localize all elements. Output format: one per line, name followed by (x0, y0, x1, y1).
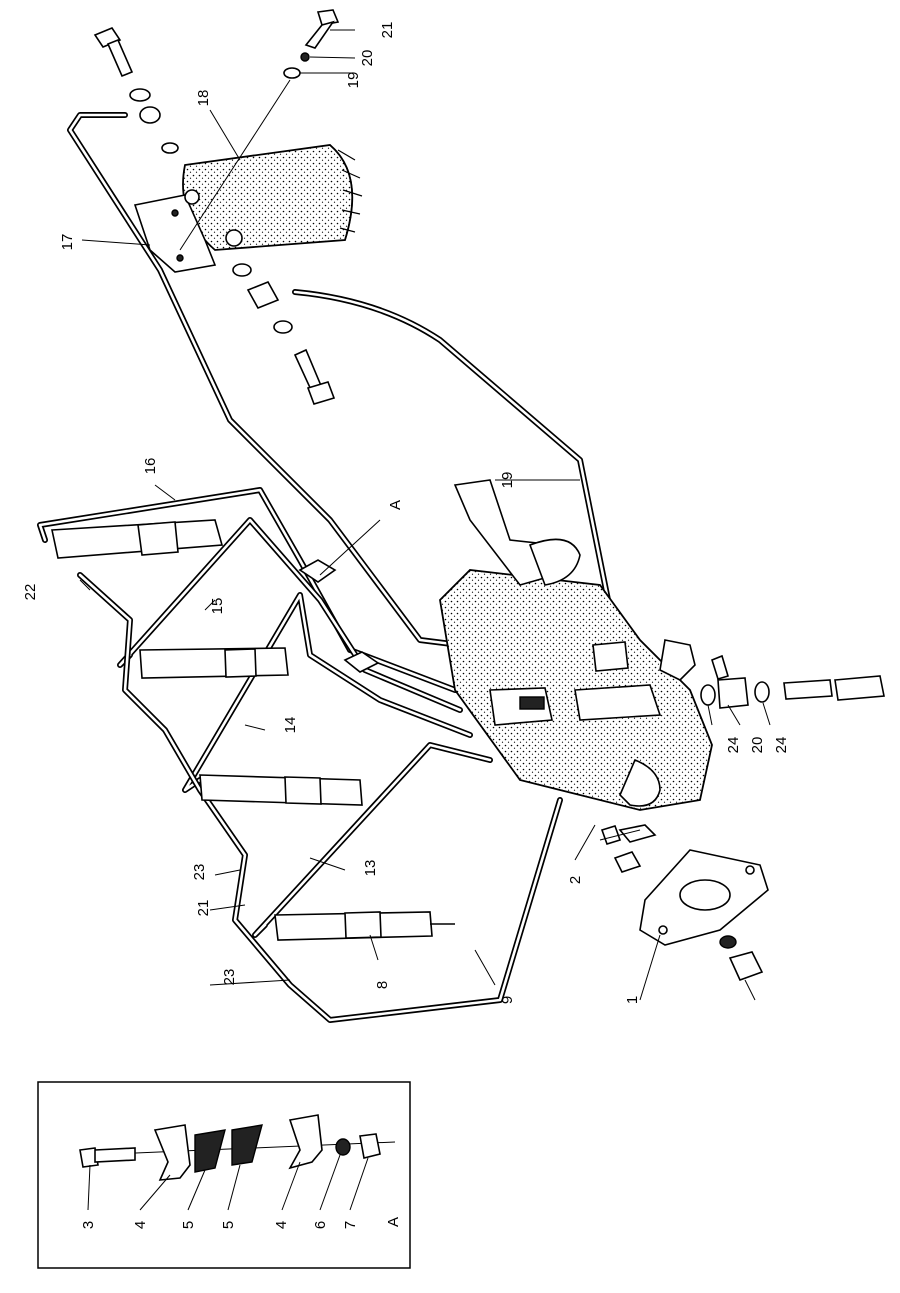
inset-callout-6: 6 (312, 1221, 329, 1229)
callout-19: 19 (499, 472, 516, 489)
callout-a: A (387, 500, 404, 510)
detail-inset-a (37, 1081, 411, 1269)
callout-2: 2 (567, 876, 584, 884)
inset-callout-4-right: 4 (273, 1221, 290, 1229)
mounting-flange (600, 824, 769, 982)
injectors (51, 519, 455, 941)
callout-11: 14 (282, 717, 299, 734)
callout-1: 1 (624, 996, 641, 1004)
callout-23-upper: 23 (191, 864, 208, 881)
callout-20: 20 (749, 737, 766, 754)
fuel-filter (133, 144, 363, 273)
filter-fittings (93, 9, 340, 405)
callout-16: 19 (345, 72, 362, 89)
callout-13: 16 (142, 458, 159, 475)
inset-callout-4-left: 4 (132, 1221, 149, 1229)
callout-24-right: 24 (773, 737, 790, 754)
callout-24-left: 24 (725, 737, 742, 754)
inset-callout-7: 7 (342, 1221, 359, 1229)
inset-callout-5-right: 5 (220, 1221, 237, 1229)
pump-fittings (700, 654, 885, 709)
callout-17: 20 (359, 50, 376, 67)
callout-8: 8 (374, 981, 391, 989)
inset-callout-3: 3 (80, 1221, 97, 1229)
callout-12: 15 (209, 598, 226, 615)
callout-14: 17 (59, 234, 76, 251)
inset-callout-5-left: 5 (180, 1221, 197, 1229)
pipe-clamps (298, 559, 380, 673)
leader-lines (79, 29, 771, 1001)
callout-22: 22 (22, 584, 39, 601)
inset-title-a: A (385, 1217, 402, 1227)
fuel-lines (37, 112, 613, 1023)
callout-15: 18 (195, 90, 212, 107)
callout-21: 21 (195, 900, 212, 917)
callout-10: 13 (362, 860, 379, 877)
callout-23-lower: 23 (221, 969, 238, 986)
callout-18: 21 (379, 22, 396, 39)
callout-9: 9 (499, 996, 516, 1004)
callout-labels: 21 20 19 18 17 16 22 15 14 13 23 21 23 8… (22, 22, 790, 1230)
injection-pump (439, 479, 713, 811)
